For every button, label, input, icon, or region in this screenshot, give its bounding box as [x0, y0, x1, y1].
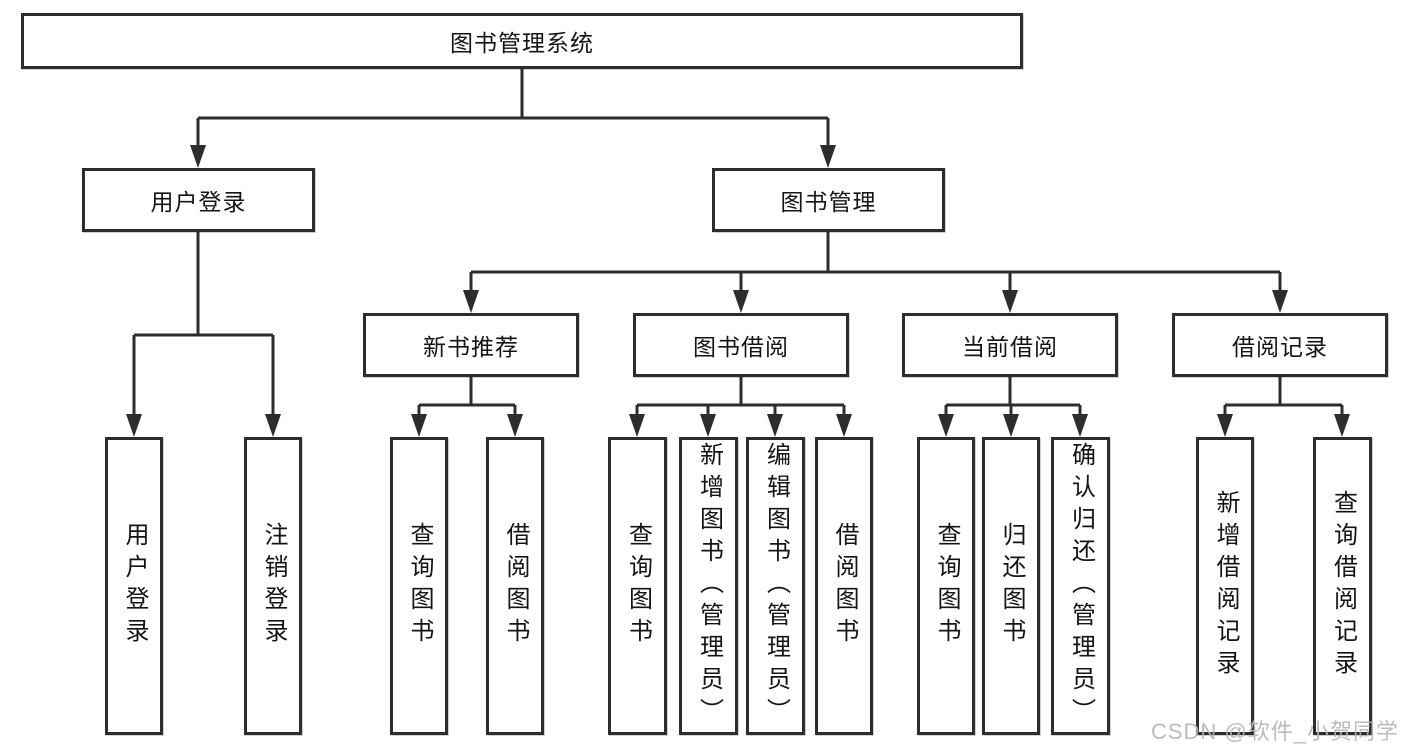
connector-root [196, 69, 830, 150]
leaf-label: 新增借阅记录 [1212, 490, 1239, 682]
arrow-down-icon [700, 414, 716, 437]
arrow-down-icon [1002, 290, 1018, 313]
connector-current-borrowing [944, 377, 1082, 420]
arrow-down-icon [1003, 414, 1019, 437]
node-new-book-recommend: 新书推荐 [363, 313, 579, 377]
leaf-add-borrow-record: 新增借阅记录 [1196, 437, 1254, 735]
leaf-label: 查询图书 [624, 522, 652, 650]
leaf-label: 新增图书（管理员） [695, 442, 723, 730]
leaf-user-login: 用户登录 [105, 437, 163, 735]
node-user-login: 用户登录 [82, 168, 315, 232]
node-borrowing-records: 借阅记录 [1172, 313, 1388, 377]
leaf-query-borrow-record: 查询借阅记录 [1313, 437, 1372, 735]
arrow-down-icon [265, 414, 281, 437]
leaf-label: 查询图书 [406, 522, 433, 650]
arrow-down-icon [1072, 414, 1088, 437]
leaf-query-books-borrowing: 查询图书 [608, 437, 667, 735]
arrow-down-icon [126, 414, 142, 437]
connector-book-management [469, 232, 1282, 295]
node-current-borrowing: 当前借阅 [902, 313, 1118, 377]
arrow-down-icon [820, 145, 836, 168]
leaf-label: 用户登录 [121, 522, 148, 650]
node-book-borrowing: 图书借阅 [633, 313, 849, 377]
arrow-down-icon [836, 414, 852, 437]
leaf-query-books-recommend: 查询图书 [390, 437, 448, 735]
arrow-down-icon [463, 290, 479, 313]
arrow-down-icon [1217, 414, 1233, 437]
leaf-label: 借阅图书 [502, 522, 529, 650]
leaf-edit-books-admin: 编辑图书（管理员） [746, 437, 805, 735]
arrow-down-icon [1334, 414, 1350, 437]
leaf-label: 注销登录 [260, 522, 287, 650]
arrow-down-icon [629, 414, 645, 437]
arrow-down-icon [938, 414, 954, 437]
leaf-label: 查询借阅记录 [1329, 490, 1357, 682]
arrow-down-icon [1272, 290, 1288, 313]
leaf-borrow-books-recommend: 借阅图书 [486, 437, 544, 735]
leaf-return-books: 归还图书 [982, 437, 1040, 735]
leaf-label: 借阅图书 [831, 522, 858, 650]
arrow-down-icon [190, 145, 206, 168]
leaf-label: 编辑图书（管理员） [762, 442, 790, 730]
watermark: CSDN @软件_小贺同学 [1150, 719, 1399, 744]
leaf-label: 归还图书 [998, 522, 1025, 650]
connector-user-login [132, 232, 275, 420]
connector-borrowing-records [1223, 377, 1344, 420]
node-book-management: 图书管理 [712, 168, 945, 232]
leaf-confirm-return-admin: 确认归还（管理员） [1051, 437, 1110, 735]
leaf-query-books-current: 查询图书 [917, 437, 975, 735]
arrow-down-icon [507, 414, 523, 437]
arrow-down-icon [411, 414, 427, 437]
leaf-label: 查询图书 [933, 522, 960, 650]
node-root-system: 图书管理系统 [21, 13, 1023, 69]
arrow-down-icon [733, 290, 749, 313]
leaf-logout: 注销登录 [244, 437, 302, 735]
arrow-down-icon [767, 414, 783, 437]
leaf-add-books-admin: 新增图书（管理员） [679, 437, 738, 735]
leaf-borrow-books: 借阅图书 [815, 437, 873, 735]
connector-book-borrowing [635, 377, 846, 420]
connector-new-book [417, 377, 517, 420]
leaf-label: 确认归还（管理员） [1067, 442, 1095, 730]
